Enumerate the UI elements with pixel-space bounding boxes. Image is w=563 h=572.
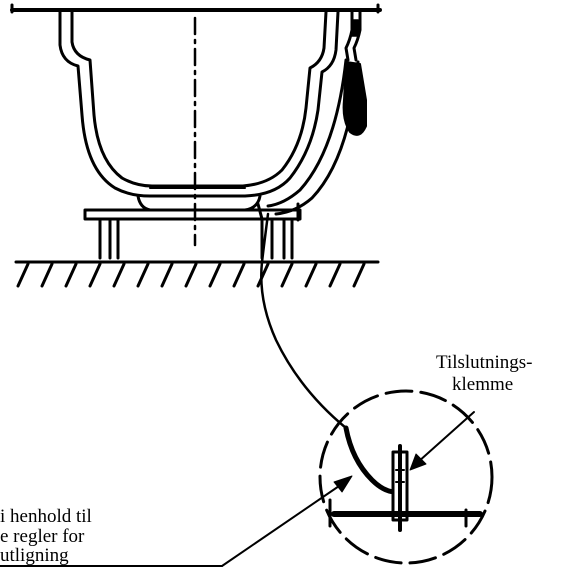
tub-body <box>58 10 340 198</box>
terminal-label-line2: klemme <box>452 374 513 395</box>
base-plate <box>328 498 483 528</box>
cable-label-line1: i henhold til <box>0 506 92 527</box>
support-frame <box>83 202 302 260</box>
terminal-leader <box>417 411 475 463</box>
cable-label-line3: utligning <box>0 545 69 566</box>
cable-leader <box>0 483 343 567</box>
terminal-clamp <box>391 444 409 532</box>
tub-rim <box>10 3 382 14</box>
tub-drain-base <box>136 187 262 212</box>
pipe-fitting <box>342 19 367 136</box>
detail-cable <box>343 425 399 495</box>
floor-hatching <box>14 260 380 288</box>
detail-circle <box>318 389 494 565</box>
terminal-arrow <box>409 453 427 471</box>
cable-arrow <box>333 475 353 493</box>
grounding-cable <box>260 212 348 430</box>
terminal-label-line1: Tilslutnings- <box>436 352 532 373</box>
cable-label-line2: e regler for <box>0 526 85 547</box>
